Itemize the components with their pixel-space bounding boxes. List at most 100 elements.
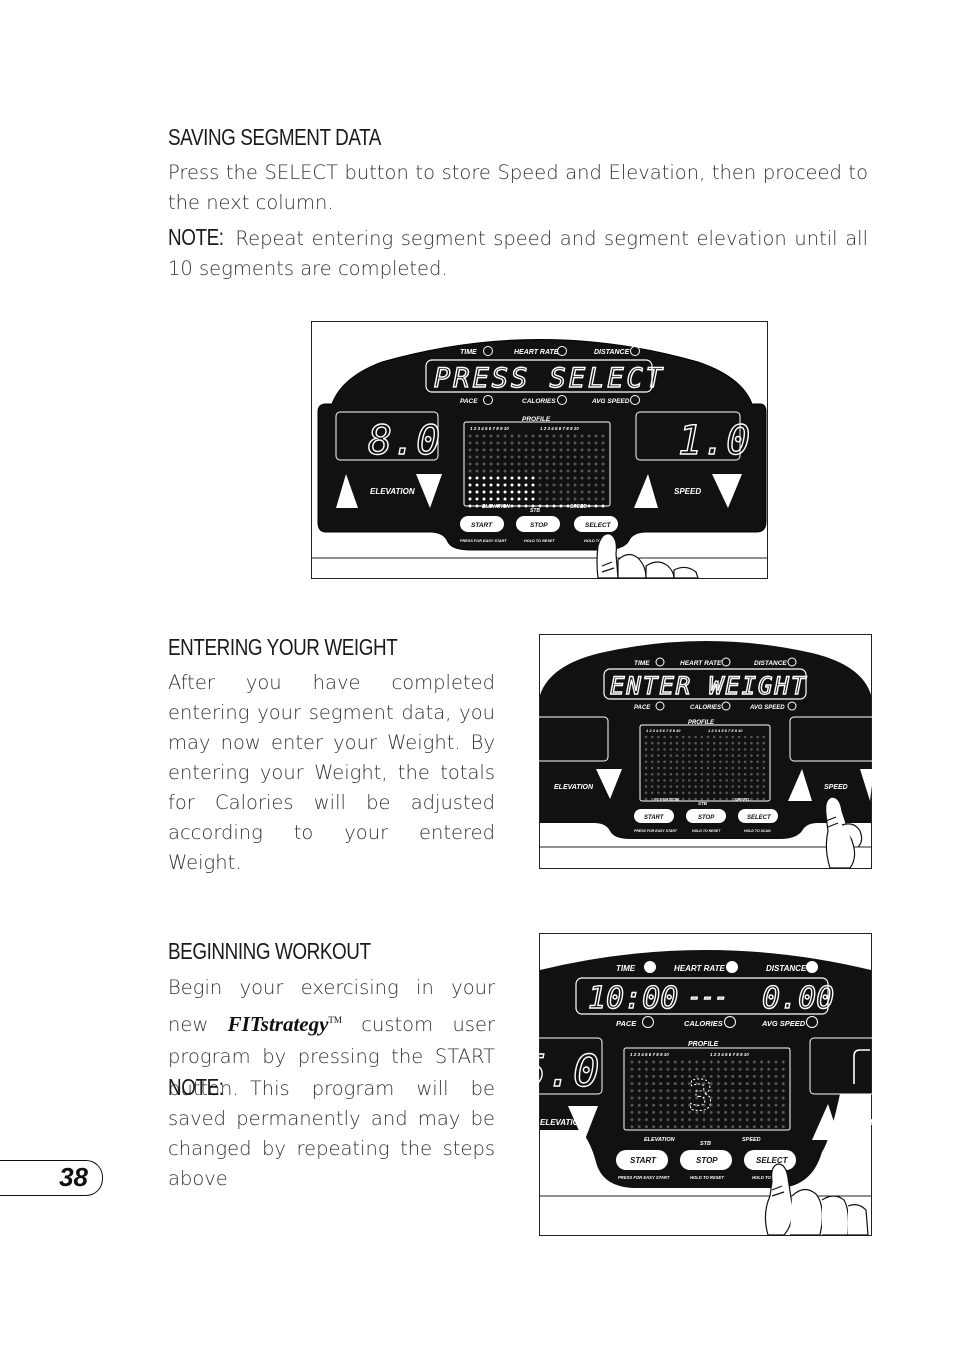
- label-elevation: ELEVATION: [370, 487, 415, 496]
- matrix-dot: [644, 1067, 648, 1071]
- matrix-dot: [538, 448, 542, 452]
- matrix-dot: [709, 1067, 713, 1071]
- matrix-dot: [675, 735, 679, 739]
- hold-reset-caption: HOLD TO RESET: [524, 539, 555, 543]
- matrix-dot: [694, 754, 697, 757]
- matrix-dot: [666, 1074, 670, 1078]
- matrix-dot: [468, 441, 472, 445]
- matrix-dot: [652, 1103, 656, 1107]
- matrix-dot: [688, 760, 691, 764]
- matrix-dot: [680, 1118, 684, 1122]
- calories-indicator-icon: [724, 1016, 736, 1028]
- matrix-dot: [724, 1074, 728, 1078]
- profile-matrix-frame: [623, 1047, 791, 1131]
- label-pace: PACE: [634, 705, 651, 711]
- matrix-dot: [731, 772, 735, 776]
- speed-up-icon[interactable]: [788, 769, 812, 801]
- stop-button[interactable]: [686, 809, 726, 823]
- matrix-dot: [580, 455, 584, 459]
- matrix-dot: [688, 766, 691, 770]
- matrix-dot: [601, 476, 605, 480]
- label-heart-rate: HEART RATE: [514, 349, 559, 356]
- brand-fit: FIT: [227, 1012, 261, 1036]
- start-button[interactable]: [460, 516, 504, 532]
- speed-up-icon[interactable]: [812, 1104, 840, 1140]
- matrix-dot: [587, 462, 591, 466]
- matrix-dot: [724, 1110, 728, 1114]
- matrix-dot: [468, 504, 472, 508]
- start-button[interactable]: [634, 809, 674, 823]
- speed-display: [809, 1037, 881, 1095]
- matrix-dot: [559, 455, 563, 459]
- elevation-up-icon[interactable]: [336, 474, 358, 508]
- matrix-dot: [688, 772, 691, 776]
- matrix-dot: [709, 1096, 713, 1100]
- matrix-dot: [695, 1082, 699, 1086]
- speed-down-icon[interactable]: [860, 769, 874, 801]
- matrix-dot: [482, 462, 486, 466]
- distance-lcd-value: 0.00: [762, 981, 834, 1016]
- saving-body: Press the SELECT button to store Speed a…: [168, 161, 868, 214]
- matrix-dot: [566, 490, 570, 494]
- matrix-dot: [510, 469, 514, 473]
- matrix-dot: [666, 1103, 670, 1107]
- note-text: This program will be saved permanently a…: [168, 1077, 495, 1190]
- pointing-finger-icon: [596, 533, 699, 579]
- matrix-dot: [762, 766, 766, 770]
- speed-down-icon[interactable]: [712, 474, 742, 508]
- matrix-dot: [475, 455, 479, 459]
- matrix-dot: [750, 754, 753, 757]
- matrix-dot: [750, 735, 753, 739]
- matrix-dot: [669, 735, 673, 739]
- matrix-dot: [673, 1067, 677, 1071]
- matrix-dot: [767, 1103, 771, 1107]
- matrix-dot: [719, 754, 722, 757]
- matrix-dot: [681, 772, 685, 776]
- matrix-dot: [731, 785, 735, 788]
- matrix-dot: [743, 741, 747, 745]
- matrix-dot: [712, 791, 716, 795]
- select-button[interactable]: [744, 1150, 796, 1170]
- matrix-dot: [762, 760, 766, 764]
- matrix-dot: [503, 504, 507, 508]
- matrix-dot: [573, 448, 577, 452]
- matrix-dot: [663, 754, 666, 757]
- matrix-dot: [781, 1118, 785, 1122]
- matrix-dot: [594, 455, 598, 459]
- elevation-down-icon[interactable]: [596, 769, 622, 799]
- matrix-dot: [652, 1118, 656, 1122]
- matrix-dot: [580, 490, 584, 494]
- label-elevation: ELEVATION: [554, 784, 594, 791]
- matrix-dot: [725, 748, 728, 751]
- matrix-dot: [700, 779, 704, 782]
- matrix-dot: [688, 1074, 692, 1078]
- matrix-dot: [482, 448, 486, 452]
- matrix-dot: [538, 504, 542, 508]
- matrix-dot: [694, 779, 697, 782]
- matrix-dot: [559, 441, 563, 445]
- page-number: 38: [59, 1162, 88, 1192]
- speed-up-icon[interactable]: [634, 474, 658, 508]
- matrix-dot: [587, 434, 591, 438]
- start-button-label: START: [630, 1156, 657, 1165]
- elevation-down-icon[interactable]: [416, 474, 442, 508]
- stop-button[interactable]: [516, 516, 560, 532]
- matrix-dot: [737, 779, 741, 782]
- start-button[interactable]: [616, 1150, 668, 1170]
- elevation-down-icon[interactable]: [568, 1106, 598, 1142]
- matrix-dot: [510, 476, 514, 480]
- select-button[interactable]: [574, 516, 618, 532]
- matrix-dot: [663, 741, 666, 745]
- stop-button[interactable]: [680, 1150, 732, 1170]
- matrix-dot: [663, 748, 666, 751]
- hold-scan-caption: HOLD TO SCAN: [752, 1175, 785, 1180]
- select-button[interactable]: [738, 809, 778, 823]
- matrix-dot: [725, 772, 728, 776]
- label-calories: CALORIES: [684, 1019, 723, 1028]
- matrix-dot: [709, 1103, 713, 1107]
- matrix-dot: [580, 483, 584, 487]
- matrix-dot: [573, 469, 577, 473]
- matrix-dot: [760, 1082, 764, 1086]
- matrix-dot: [559, 476, 563, 480]
- matrix-dot: [566, 504, 570, 508]
